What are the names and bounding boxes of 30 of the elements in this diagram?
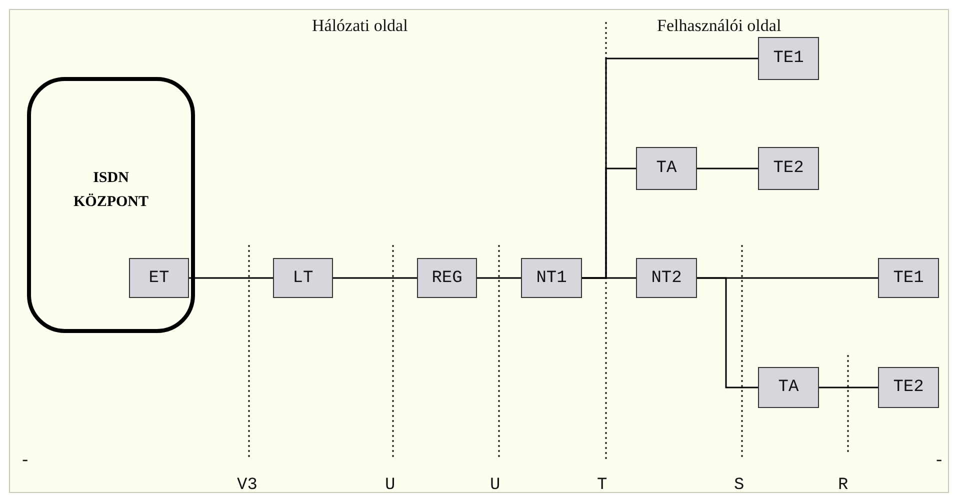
side-heading: Felhasználói oldal <box>657 16 782 36</box>
device-box: TE2 <box>758 147 819 190</box>
reference-point-label: U <box>385 476 396 495</box>
connector-line <box>477 277 521 279</box>
exchange-label: ISDN KÖZPONT <box>72 169 150 212</box>
device-box: TE1 <box>758 37 819 80</box>
side-heading: Hálózati oldal <box>312 16 408 36</box>
exchange-box <box>27 77 195 333</box>
reference-point-label: U <box>490 476 500 495</box>
device-box: TA <box>758 367 819 408</box>
device-box: TE2 <box>878 367 939 408</box>
dash-mark: - <box>934 452 944 471</box>
connector-line <box>582 168 636 279</box>
device-box: TE1 <box>878 258 939 298</box>
connector-line <box>697 277 758 388</box>
reference-point-label: S <box>734 476 744 495</box>
device-box: LT <box>273 258 333 298</box>
device-box: NT1 <box>521 258 582 298</box>
reference-point-label: T <box>597 476 608 495</box>
reference-point-label: V3 <box>237 476 258 495</box>
device-box: NT2 <box>636 258 697 298</box>
reference-point-label: R <box>838 476 848 495</box>
device-box: ET <box>129 258 189 298</box>
connector-line <box>189 277 273 279</box>
dash-mark: - <box>20 452 30 471</box>
connector-line <box>697 168 758 170</box>
device-box: REG <box>417 258 477 298</box>
connector-line <box>333 277 417 279</box>
connector-line <box>819 386 878 388</box>
device-box: TA <box>636 147 697 190</box>
